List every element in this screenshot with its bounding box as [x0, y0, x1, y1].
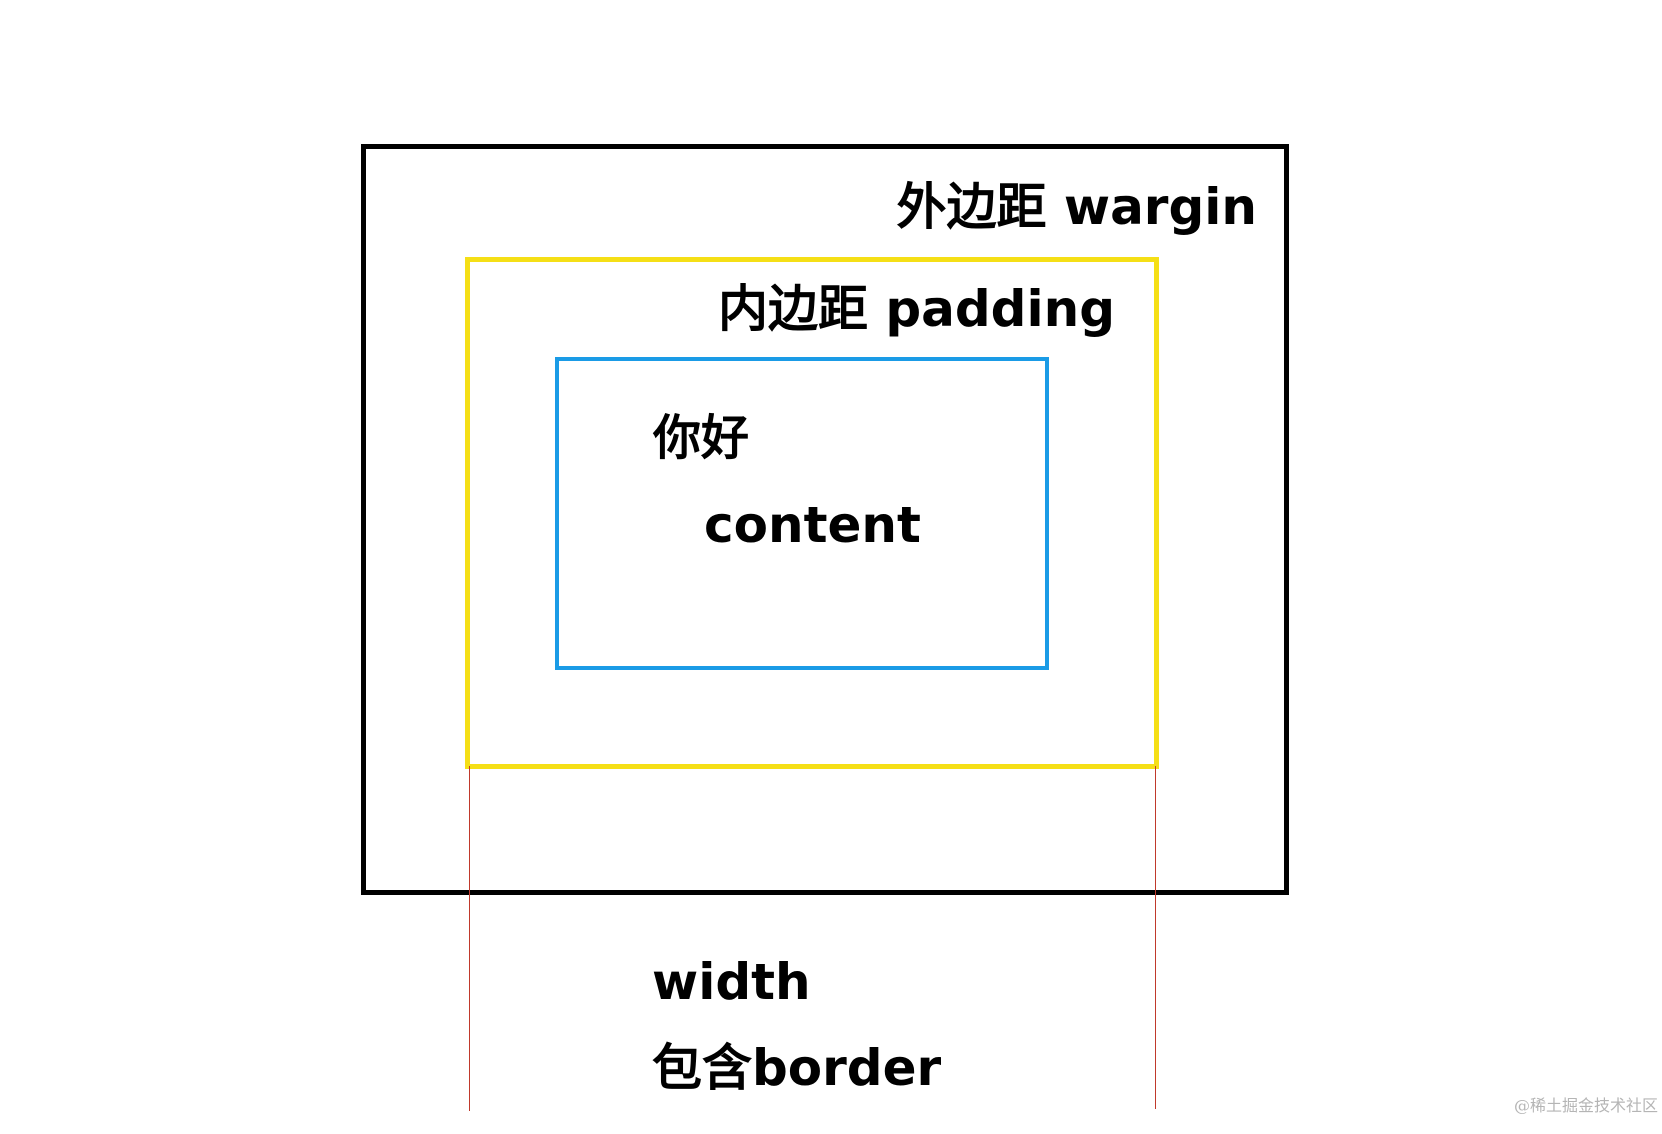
padding-label: 内边距 padding	[717, 280, 1115, 338]
watermark: @稀土掘金技术社区	[1513, 1096, 1658, 1115]
content-box	[555, 357, 1049, 670]
width-label: width	[652, 953, 811, 1011]
margin-box	[361, 144, 1289, 895]
content-hello-text: 你好	[653, 410, 750, 466]
border-note-label: 包含border	[652, 1039, 942, 1097]
width-left-guide-line	[469, 766, 470, 1111]
content-label: content	[704, 496, 921, 554]
width-right-guide-line	[1155, 766, 1156, 1109]
margin-label: 外边距 wargin	[896, 178, 1257, 236]
padding-box	[465, 257, 1159, 769]
